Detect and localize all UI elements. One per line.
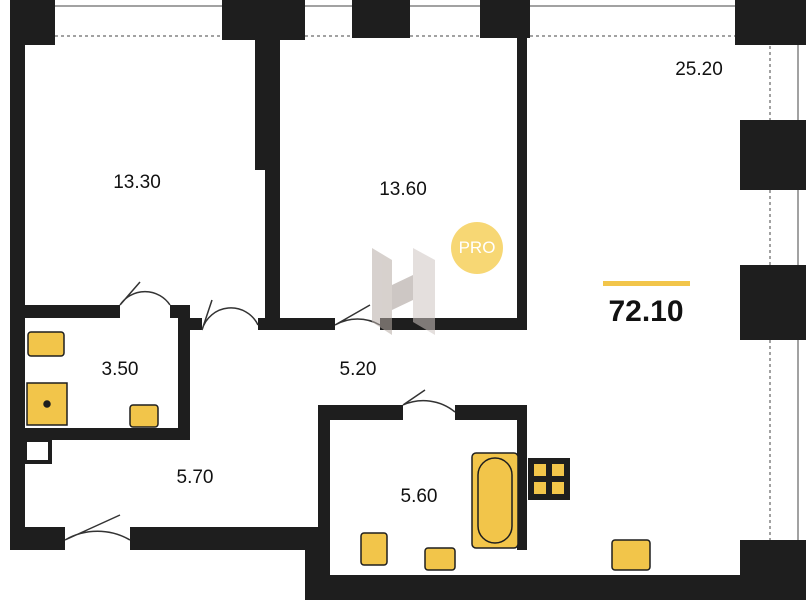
- pro-badge: PRO: [451, 222, 503, 274]
- fixtures: [26, 331, 651, 571]
- room-area-bedroom-2: 13.60: [379, 179, 427, 200]
- entrance-door: [64, 514, 131, 541]
- room-area-corridor: 5.20: [339, 359, 377, 380]
- sink-icon: [424, 547, 456, 571]
- sink-icon: [129, 404, 159, 428]
- walls: [10, 0, 806, 600]
- door-bath-small: [119, 281, 171, 306]
- room-area-bathroom-small: 3.50: [101, 359, 139, 380]
- room-area-hall: 5.70: [176, 467, 214, 488]
- pro-badge-text: PRO: [458, 238, 496, 257]
- total-area-bar: [603, 281, 690, 286]
- kitchen-sink-icon: [611, 539, 651, 571]
- door-bedroom-1: [201, 299, 259, 331]
- logo-icon: [372, 248, 435, 335]
- toilet-icon: [27, 331, 65, 357]
- total-area: 72.10: [608, 295, 684, 328]
- door-bathroom: [402, 389, 456, 413]
- room-area-living: 25.20: [675, 59, 723, 80]
- room-area-bedroom-1: 13.30: [113, 172, 161, 193]
- toilet-icon: [360, 532, 388, 566]
- stove-icon: [528, 458, 570, 500]
- room-area-bathroom: 5.60: [400, 486, 438, 507]
